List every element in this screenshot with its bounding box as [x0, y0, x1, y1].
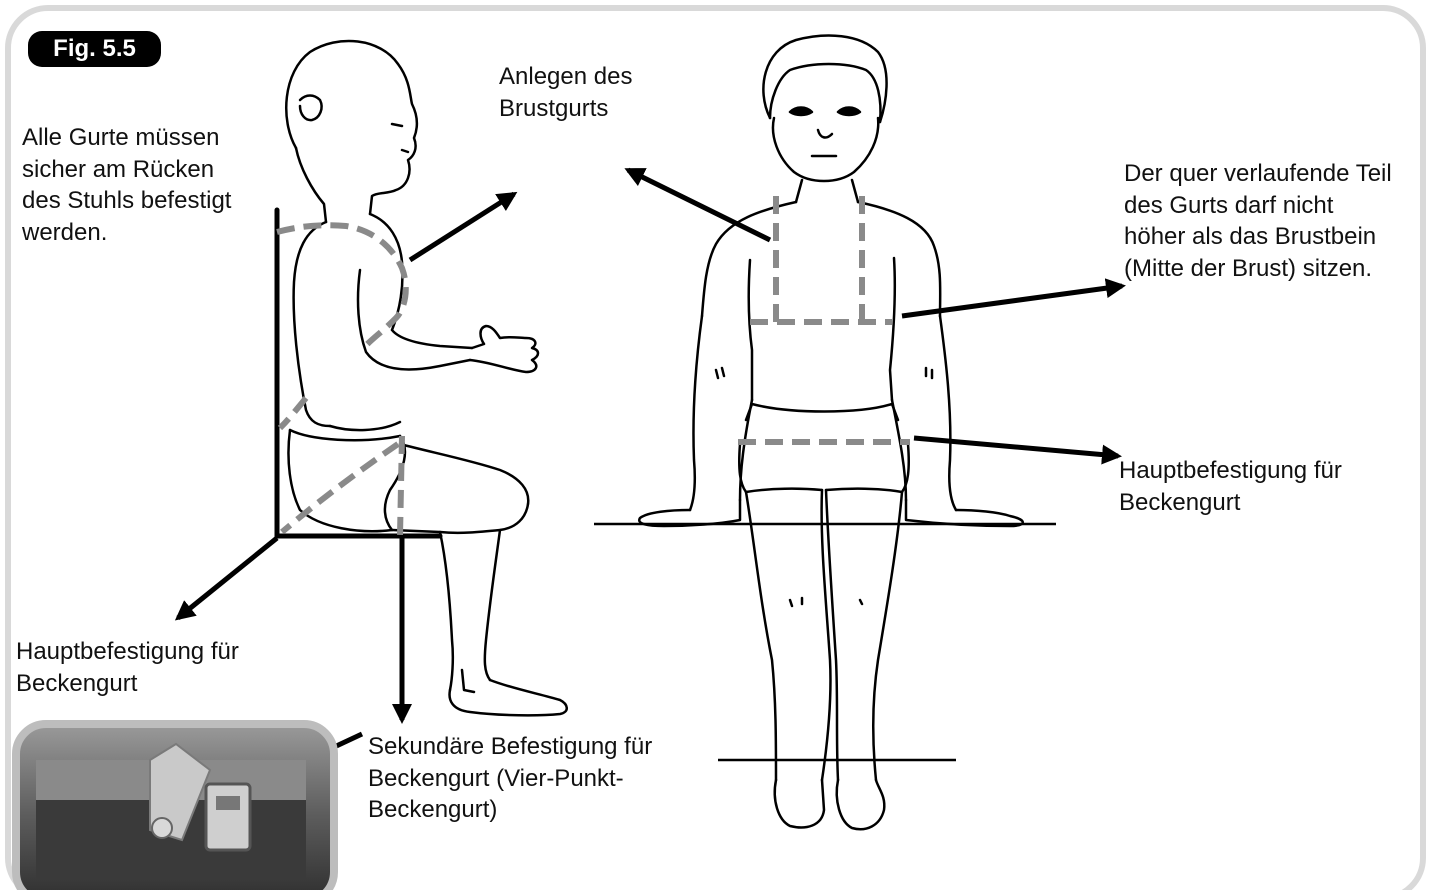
side-belt-dashes	[277, 225, 406, 536]
arrow-from-chest-strap	[628, 170, 770, 240]
label-chest-harness: Anlegen des Brustgurts	[499, 61, 632, 124]
arrow-to-crosspart-label	[902, 286, 1122, 316]
side-view-child	[286, 41, 567, 715]
front-view-child	[639, 36, 1023, 830]
label-pelvic-main-left: Hauptbefestigung für Beckengurt	[16, 636, 239, 699]
label-cross-part-note: Der quer verlaufende Teil des Gurts darf…	[1124, 158, 1392, 284]
label-pelvic-secondary: Sekundäre Befestigung für Beckengurt (Vi…	[368, 731, 652, 826]
arrow-to-pelvic-right	[914, 438, 1118, 456]
buckle-photo	[16, 724, 334, 890]
front-bench	[594, 524, 1056, 760]
arrow-to-pelvic-left	[178, 538, 277, 618]
label-backrest-note: Alle Gurte müssen sicher am Rücken des S…	[22, 122, 231, 248]
figure-badge: Fig. 5.5	[28, 31, 161, 67]
label-pelvic-main-right: Hauptbefestigung für Beckengurt	[1119, 455, 1342, 518]
arrow-to-chest-label	[410, 194, 514, 260]
